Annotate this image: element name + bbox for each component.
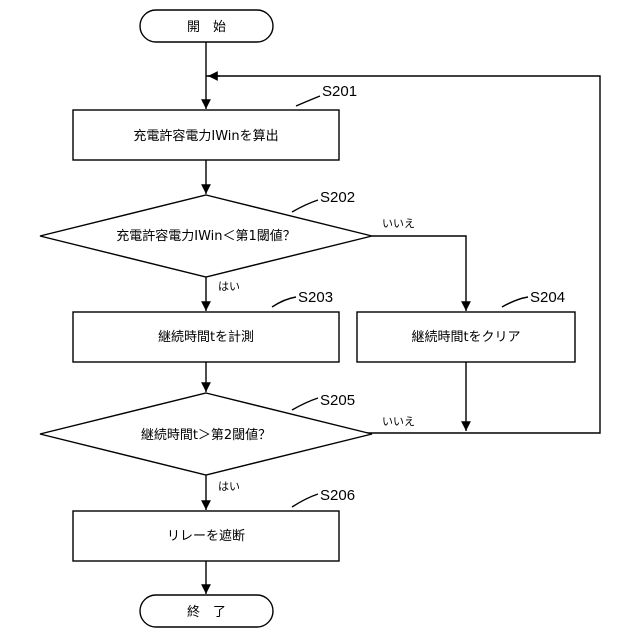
- s202-text: 充電許容電力IWin＜第1閾値？: [116, 228, 296, 244]
- s202-label: S202: [320, 189, 355, 206]
- arrow-s202-no: [372, 236, 466, 311]
- decision-s205: 継続時間t＞第2閾値？ S205: [40, 392, 372, 475]
- s203-leader: [272, 297, 296, 307]
- s201-label: S201: [322, 83, 357, 100]
- end-label: 終 了: [187, 604, 226, 620]
- step-s201: 充電許容電力IWinを算出 S201: [73, 83, 357, 160]
- s204-label: S204: [530, 289, 565, 306]
- end-terminal: 終 了: [140, 595, 273, 627]
- s204-leader: [502, 297, 528, 307]
- s202-no-label: いいえ: [382, 217, 415, 230]
- s203-text: 継続時間tを計測: [158, 329, 254, 345]
- s201-text: 充電許容電力IWinを算出: [133, 128, 278, 144]
- s206-label: S206: [320, 487, 355, 504]
- s202-leader: [292, 200, 318, 212]
- s204-text: 継続時間tをクリア: [411, 330, 520, 345]
- s205-yes-label: はい: [218, 480, 240, 493]
- start-terminal: 開 始: [140, 10, 273, 42]
- s205-label: S205: [320, 392, 355, 409]
- s201-leader: [296, 96, 320, 106]
- decision-s202: 充電許容電力IWin＜第1閾値？ S202: [40, 189, 372, 277]
- start-label: 開 始: [187, 20, 226, 35]
- step-s206: リレーを遮断 S206: [73, 487, 355, 561]
- s205-no-label: いいえ: [382, 415, 415, 428]
- s202-yes-label: はい: [218, 280, 240, 293]
- s205-text: 継続時間t＞第2閾値？: [141, 427, 271, 443]
- s205-leader: [292, 398, 318, 410]
- s206-text: リレーを遮断: [167, 528, 245, 544]
- s203-label: S203: [298, 289, 333, 306]
- s206-leader: [292, 494, 318, 507]
